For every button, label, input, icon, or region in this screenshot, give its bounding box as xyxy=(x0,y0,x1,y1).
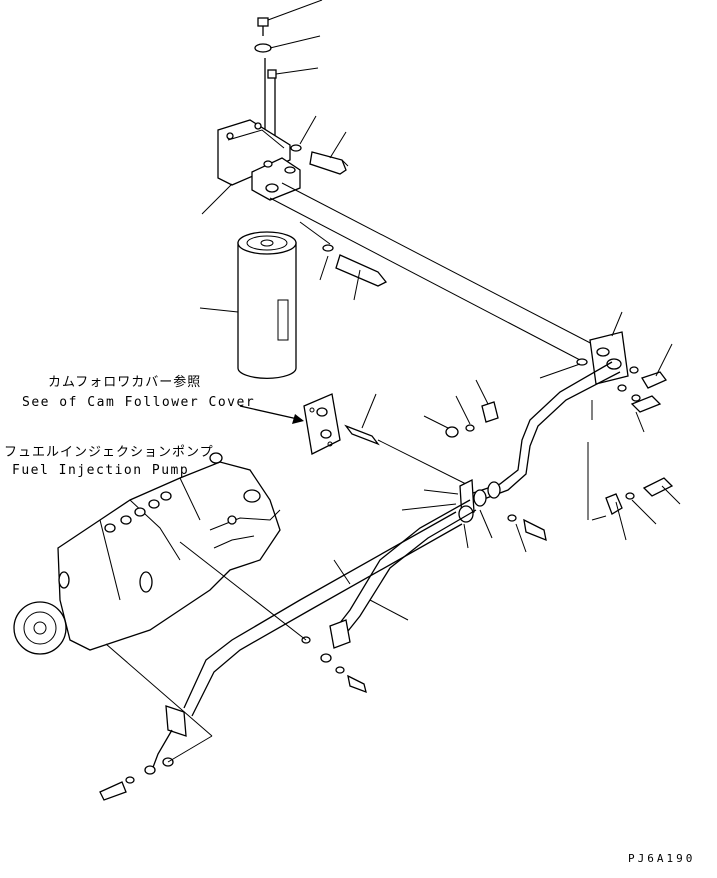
leader-lines xyxy=(199,0,681,621)
guide-line xyxy=(299,221,331,245)
cam-follower-arrow xyxy=(239,405,303,421)
arrow-head xyxy=(292,414,304,424)
fuel-filter-cartridge xyxy=(237,231,297,379)
drawing-code: PJ6A190 xyxy=(628,852,695,865)
sleeve-pin xyxy=(344,424,380,446)
cam-follower-cover-plate xyxy=(303,393,341,455)
fuel-pump-label-en: Fuel Injection Pump xyxy=(12,463,189,478)
guide-line xyxy=(281,182,601,349)
cam-follower-label-en: See of Cam Follower Cover xyxy=(22,395,255,410)
guide-line xyxy=(269,197,581,361)
fuel-pump-label-jp: フュエルインジェクションポンプ xyxy=(4,445,214,460)
fuel-injection-pump xyxy=(13,452,281,655)
right-bracket-fittings xyxy=(576,331,674,515)
filter-head-assembly xyxy=(217,17,388,287)
cam-follower-label-jp: カムフォロワカバー参照 xyxy=(48,374,201,390)
fuel-pipes xyxy=(99,361,621,801)
